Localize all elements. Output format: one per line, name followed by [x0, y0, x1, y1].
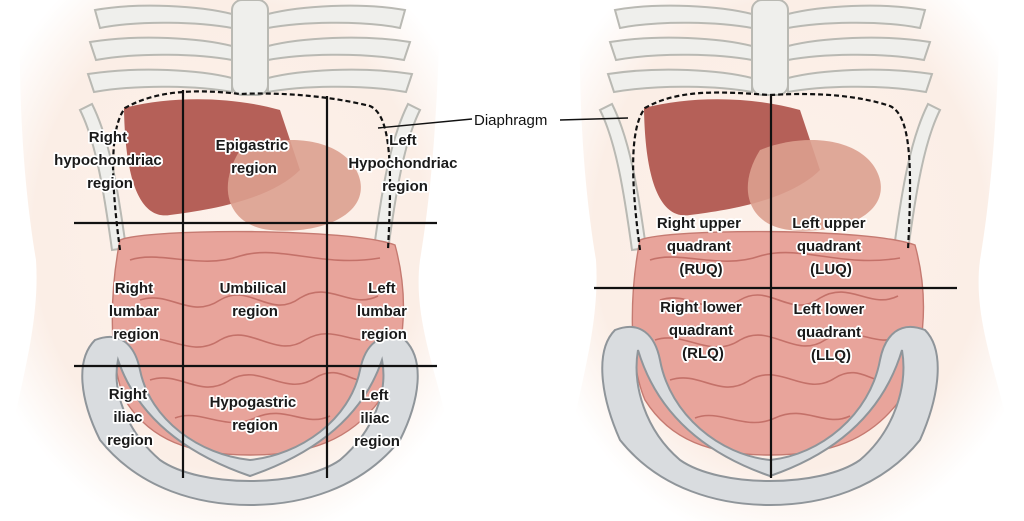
- label-llq: Left lower quadrant (LLQ): [793, 301, 868, 364]
- label-left-iliac: Left iliac region: [354, 387, 400, 450]
- sternum: [231, 0, 269, 96]
- diaphragm-outline-right: [632, 91, 912, 251]
- callout-leader-left: [377, 118, 473, 129]
- callout-leader-right: [559, 117, 629, 121]
- label-right-hypochondriac: Right hypochondriac region: [54, 129, 166, 192]
- sternum-right: [751, 0, 789, 96]
- label-right-lumbar: Right lumbar region: [109, 280, 163, 343]
- label-left-lumbar: Left lumbar region: [357, 280, 411, 343]
- label-hypogastric: Hypogastric region: [210, 394, 301, 434]
- label-umbilical: Umbilical region: [220, 280, 291, 320]
- quadrants-panel: Right upper quadrant (RUQ) Left upper qu…: [572, 0, 1008, 521]
- label-epigastric: Epigastric region: [216, 137, 293, 177]
- label-left-hypochondriac: Left Hypochondriac region: [348, 132, 461, 195]
- diaphragm-outline-left: [112, 90, 392, 251]
- intestine-loops-right: [649, 251, 901, 424]
- diaphragm-callout: Diaphragm: [377, 112, 629, 129]
- label-rlq: Right lower quadrant (RLQ): [660, 299, 746, 362]
- intestines-right: [631, 230, 925, 456]
- label-right-iliac: Right iliac region: [107, 386, 153, 449]
- rib-cage-right: [598, 4, 942, 252]
- regions-panel: Right hypochondriac region Epigastric re…: [12, 0, 461, 521]
- pelvis: [81, 335, 419, 507]
- intestine-loops: [129, 251, 381, 424]
- label-ruq: Right upper quadrant (RUQ): [657, 215, 745, 278]
- callout-label: Diaphragm: [474, 112, 547, 129]
- rib-cage: [78, 4, 422, 252]
- stomach-right: [747, 140, 881, 231]
- label-luq: Left upper quadrant (LUQ): [792, 215, 870, 278]
